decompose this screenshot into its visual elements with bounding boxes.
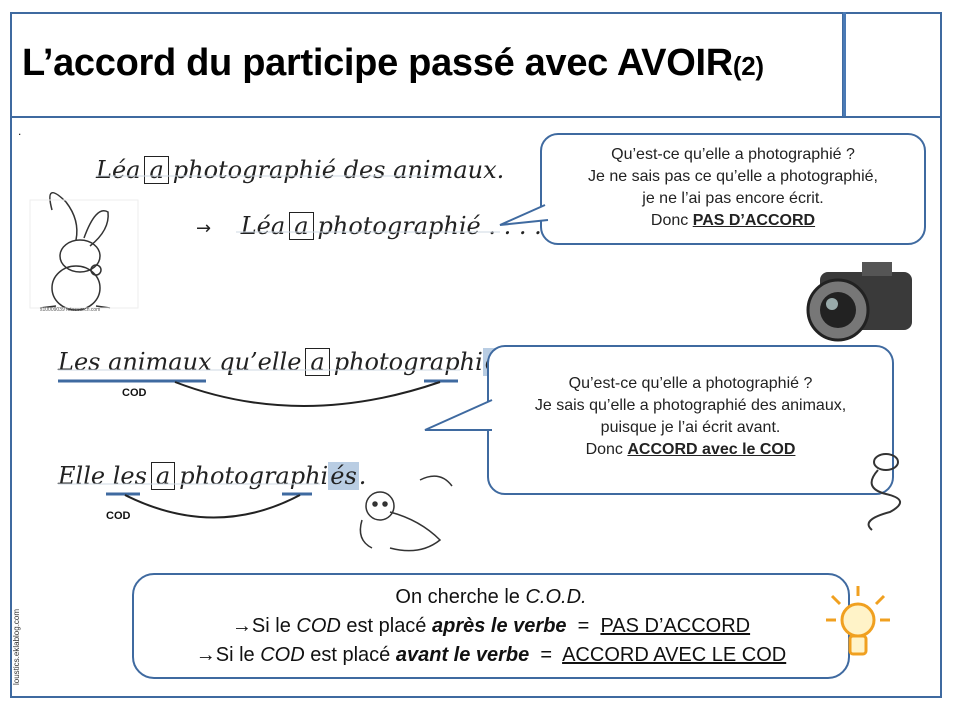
dot-mark: . (18, 124, 22, 138)
link-arc-2 (124, 494, 301, 519)
rule-line3-a: Si le (215, 644, 261, 666)
bubble2-line2: Je sais qu’elle a photographié des anima… (534, 397, 847, 414)
monkey-illustration (359, 475, 453, 552)
rule-line-2: →Si le COD est placé après le verbe = PA… (134, 612, 848, 641)
example3-end: . (358, 462, 367, 490)
title-main: L’accord du participe passé avec AVOIR (22, 42, 733, 84)
title-divider (843, 12, 846, 118)
rule-line-1: On cherche le C.O.D. (134, 583, 848, 612)
bubble2-line4: Donc ACCORD avec le COD (489, 439, 892, 461)
title-bottom-rule (10, 116, 942, 118)
rule-line2-b: est placé (340, 615, 432, 637)
example2-before: Les animaux qu’elle (58, 348, 302, 376)
speech-bubble-1: Qu’est-ce qu’elle a photographié ? Je ne… (540, 133, 926, 245)
bubble2-conclusion: ACCORD avec le COD (627, 441, 796, 458)
camera-illustration (806, 262, 912, 342)
page-title: L’accord du participe passé avec AVOIR(2… (22, 42, 764, 85)
link-arc-1 (174, 381, 441, 407)
arrow-icon: → (196, 218, 212, 239)
rule-line3-b: est placé (304, 644, 396, 666)
bubble1-tail (499, 204, 549, 226)
example1-subject: Léa (96, 156, 141, 184)
rule-line3-position: avant le verbe (395, 644, 530, 666)
rule-line3-equals: = (529, 644, 563, 666)
bubble2-donc: Donc (585, 441, 628, 458)
rule-line1-prefix: On cherche le (395, 586, 526, 608)
rule-line2-cod: COD (296, 615, 341, 637)
example1-rest: photographié des animaux. (172, 156, 505, 184)
rabbit-frame (29, 199, 139, 309)
example1b-rest: photographié . . . . (317, 212, 542, 240)
rule-line3-result: ACCORD AVEC LE COD (562, 644, 787, 666)
snake-illustration (867, 453, 901, 531)
bubble1-line4: Donc PAS D’ACCORD (542, 210, 924, 232)
bubble1-line1: Qu’est-ce qu’elle a photographié ? (611, 146, 855, 163)
example3-ending: és (328, 462, 359, 490)
rule-line3-cod: COD (260, 644, 305, 666)
bubble1-conclusion: PAS D’ACCORD (692, 212, 816, 229)
example3-before: Elle les (58, 462, 147, 490)
bubble1-line3: je ne l’ai pas encore écrit. (642, 190, 824, 207)
bubble2-line1: Qu’est-ce qu’elle a photographié ? (568, 375, 813, 392)
cod-label-1: COD (122, 387, 147, 399)
arrow-icon: → (231, 615, 252, 637)
example2-verb: photographi (333, 348, 483, 376)
speech-bubble-2: Qu’est-ce qu’elle a photographié ? Je sa… (487, 345, 894, 495)
cod-label-2: COD (106, 510, 131, 522)
rule-line2-position: après le verbe (432, 615, 567, 637)
bubble1-donc: Donc (650, 212, 693, 229)
example-sentence-2: Les animaux qu’elleaphotographiés. (58, 348, 521, 376)
rule-line2-result: PAS D’ACCORD (600, 615, 751, 637)
writing-guides (58, 175, 500, 485)
rule-line-3: →Si le COD est placé avant le verbe = AC… (134, 641, 848, 670)
bulb-icon (826, 586, 890, 656)
example3-verb: photographi (179, 462, 329, 490)
rabbit-illustration (39, 192, 111, 311)
rule-line1-cod: C.O.D. (525, 586, 587, 608)
example1b-subject: Léa (240, 212, 286, 240)
bubble2-line3: puisque je l’ai écrit avant. (600, 419, 781, 436)
rule-line2-a: Si le (251, 615, 297, 637)
example2-aux: a (305, 348, 330, 376)
example3-aux: a (150, 462, 176, 490)
title-suffix: (2) (732, 51, 764, 81)
arrow-icon: → (195, 644, 216, 666)
bubble1-line2: Je ne sais pas ce qu’elle a photographié… (588, 168, 878, 185)
rule-box: On cherche le C.O.D. →Si le COD est plac… (132, 573, 850, 679)
bubble2-tail (424, 399, 493, 431)
rule-line2-equals: = (566, 615, 601, 637)
image-caption: s10009039 fotosearch.com (40, 307, 101, 313)
